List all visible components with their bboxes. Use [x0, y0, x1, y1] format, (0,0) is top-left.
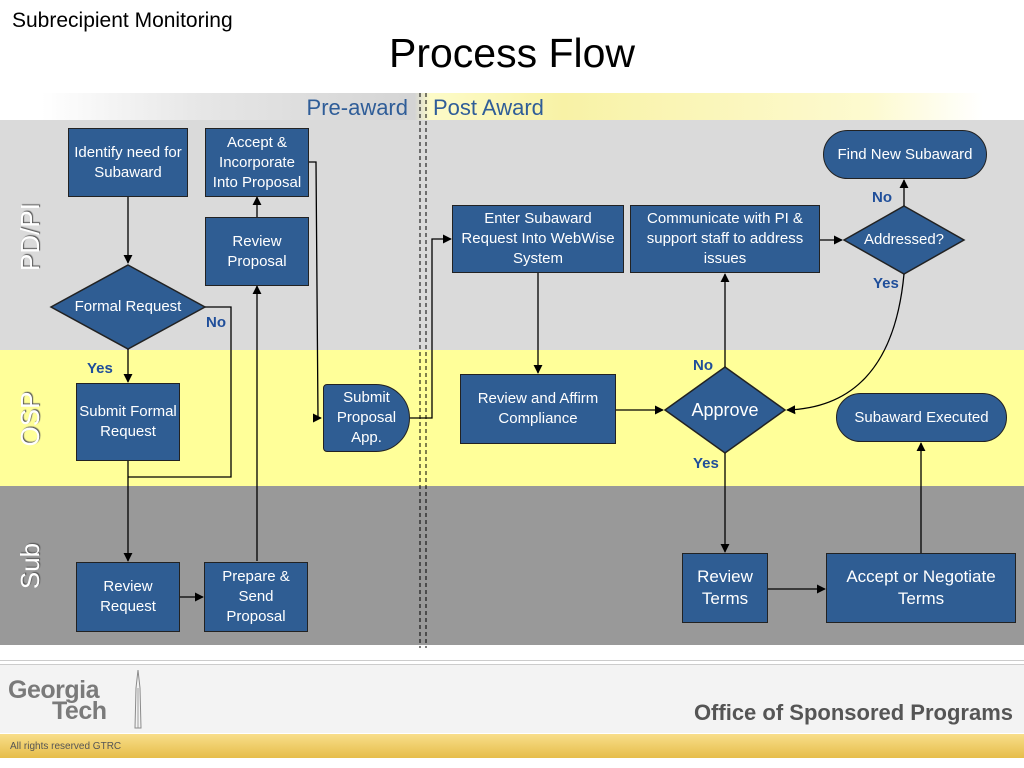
page-subtitle: Subrecipient Monitoring [12, 9, 233, 32]
node-submit-formal-request: Submit Formal Request [76, 383, 180, 461]
edge-formal-no-loop [128, 306, 232, 478]
edge-addressed-yes-to-approve [786, 273, 905, 415]
logo-text-tech: Tech [52, 697, 107, 725]
node-review-terms: Review Terms [682, 553, 768, 623]
node-subaward-executed: Subaward Executed [836, 393, 1007, 442]
node-submit-proposal-app: Submit Proposal App. [323, 384, 410, 452]
office-name: Office of Sponsored Programs [693, 700, 1013, 725]
addressed-label: Addressed? [863, 231, 945, 248]
tech-tower-logo-icon [134, 669, 142, 729]
edge-label-addressed-no: No [872, 189, 892, 206]
bottom-bar [0, 734, 1024, 758]
edge-label-formal-yes: Yes [87, 360, 113, 377]
node-enter-subaward: Enter Subaward Request Into WebWise Syst… [452, 205, 624, 273]
edge-submit-proposal-to-enter [410, 234, 452, 419]
node-review-affirm-compliance: Review and Affirm Compliance [460, 374, 616, 444]
node-review-proposal: Review Proposal [205, 217, 309, 286]
footer-divider [0, 660, 1024, 661]
node-prepare-send-proposal: Prepare & Send Proposal [204, 562, 308, 632]
edge-label-addressed-yes: Yes [873, 275, 899, 292]
node-communicate: Communicate with PI & support staff to a… [630, 205, 820, 273]
footer-divider [0, 664, 1024, 665]
formal-request-label: Formal Request [74, 298, 182, 315]
node-review-request: Review Request [76, 562, 180, 632]
edge-label-formal-no: No [206, 314, 226, 331]
phase-label-post-award: Post Award [433, 95, 544, 120]
edge-label-approve-no: No [693, 357, 713, 374]
node-accept-incorporate: Accept & Incorporate Into Proposal [205, 128, 309, 197]
copyright-text: All rights reserved GTRC [10, 741, 122, 752]
edge-label-approve-yes: Yes [693, 455, 719, 472]
footer [0, 665, 1024, 733]
logo-text-georgia: Georgia [8, 676, 99, 704]
phase-band [0, 93, 1024, 120]
edge-accept-to-submit-proposal [308, 161, 322, 423]
page-title: Process Flow [388, 30, 636, 76]
node-find-new-subaward: Find New Subaward [823, 130, 987, 179]
node-identify-need: Identify need for Subaward [68, 128, 188, 197]
approve-label: Approve [691, 399, 759, 420]
phase-label-pre-award: Pre-award [306, 95, 408, 120]
node-accept-negotiate-terms: Accept or Negotiate Terms [826, 553, 1016, 623]
